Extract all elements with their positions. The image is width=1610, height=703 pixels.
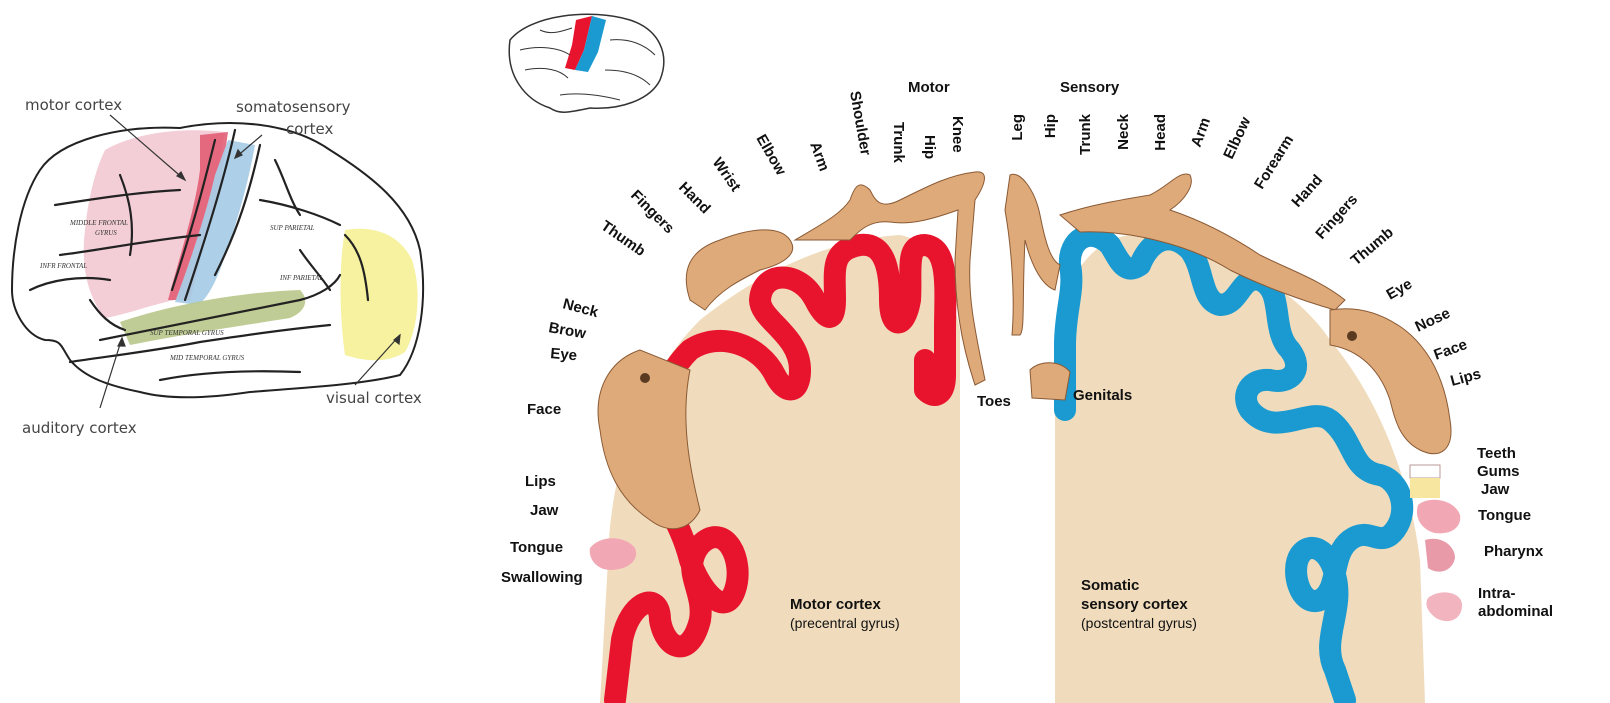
- svg-text:SUP TEMPORAL GYRUS: SUP TEMPORAL GYRUS: [150, 329, 224, 337]
- svg-text:MID TEMPORAL GYRUS: MID TEMPORAL GYRUS: [169, 354, 245, 362]
- sensory-label-teeth: Teeth: [1477, 445, 1516, 462]
- motor-label-elbow: Elbow: [753, 132, 790, 179]
- sensory-label-face: Face: [1432, 336, 1470, 364]
- motor-label-shoulder: Shoulder: [846, 90, 874, 157]
- svg-text:INF PARIETAL: INF PARIETAL: [279, 274, 323, 282]
- somatosensory-cortex-label-line1: somatosensory: [236, 98, 351, 116]
- sensory-label-arm: Arm: [1188, 115, 1214, 149]
- motor-label-trunk: Trunk: [890, 122, 907, 163]
- motor-label-hand: Hand: [675, 179, 714, 218]
- sensory-cortex-caption-sub: (postcentral gyrus): [1081, 615, 1197, 631]
- motor-label-knee: Knee: [949, 116, 966, 153]
- sensory-cortex-caption-title-2: sensory cortex: [1081, 596, 1188, 613]
- sensory-label-intra-2: abdominal: [1478, 603, 1553, 620]
- motor-cortex-caption-sub: (precentral gyrus): [790, 615, 900, 631]
- motor-label-arm: Arm: [806, 140, 832, 174]
- motor-label-jaw: Jaw: [530, 502, 559, 519]
- svg-text:MIDDLE FRONTAL: MIDDLE FRONTAL: [69, 219, 128, 227]
- sensory-teeth: [1410, 465, 1440, 478]
- sensory-label-fingers: Fingers: [1312, 191, 1361, 243]
- sensory-gums: [1410, 478, 1440, 498]
- sensory-label-hand: Hand: [1288, 171, 1326, 210]
- sensory-label-hip: Hip: [1042, 114, 1059, 138]
- sensory-label-eye: Eye: [1384, 275, 1416, 303]
- motor-label-hip: Hip: [921, 135, 938, 159]
- motor-label-neck: Neck: [561, 295, 601, 321]
- sensory-label-head: Head: [1152, 114, 1169, 151]
- sensory-label-elbow: Elbow: [1220, 114, 1254, 162]
- motor-label-brow: Brow: [547, 319, 587, 342]
- svg-text:SUP PARIETAL: SUP PARIETAL: [270, 224, 315, 232]
- auditory-cortex-label: auditory cortex: [22, 419, 137, 437]
- motor-label-swallowing: Swallowing: [501, 569, 583, 586]
- motor-label-toes: Toes: [977, 393, 1011, 410]
- sensory-label-genitals: Genitals: [1073, 387, 1132, 404]
- motor-cortex-label: motor cortex: [25, 96, 122, 114]
- brain-thumbnail: [509, 14, 664, 112]
- motor-label-face: Face: [527, 401, 561, 418]
- svg-text:INFR FRONTAL: INFR FRONTAL: [39, 262, 87, 270]
- sensory-label-neck: Neck: [1115, 113, 1132, 150]
- sensory-label-lips: Lips: [1449, 365, 1483, 389]
- homunculus: Motor Sensory Knee Hip Trunk Shoulder Ar…: [501, 79, 1553, 703]
- sensory-label-gums: Gums: [1477, 463, 1520, 480]
- sensory-label-tongue: Tongue: [1478, 507, 1531, 524]
- motor-label-wrist: Wrist: [709, 155, 744, 195]
- sensory-label-jaw: Jaw: [1481, 481, 1510, 498]
- motor-cortex-caption-title: Motor cortex: [790, 596, 882, 613]
- motor-label-thumb: Thumb: [598, 217, 649, 260]
- visual-cortex-label: visual cortex: [326, 389, 422, 407]
- sensory-label-intra-1: Intra-: [1478, 585, 1516, 602]
- motor-face-eye-icon: [640, 373, 650, 383]
- sensory-label-pharynx: Pharynx: [1484, 543, 1544, 560]
- sensory-label-trunk: Trunk: [1077, 113, 1094, 154]
- sensory-label-leg: Leg: [1009, 114, 1026, 141]
- somatosensory-cortex-label-line2: cortex: [286, 120, 333, 138]
- sensory-label-nose: Nose: [1413, 305, 1453, 336]
- sensory-label-forearm: Forearm: [1251, 132, 1297, 192]
- sensory-tongue: [1417, 500, 1460, 534]
- sensory-pharynx: [1425, 539, 1455, 572]
- sensory-face-eye-icon: [1347, 331, 1357, 341]
- lateral-brain: MIDDLE FRONTAL GYRUS INFR FRONTAL SUP TE…: [12, 96, 423, 437]
- motor-label-lips: Lips: [525, 473, 556, 490]
- sensory-intra-abdominal: [1426, 592, 1462, 621]
- sensory-header: Sensory: [1060, 79, 1120, 96]
- motor-label-fingers: Fingers: [627, 187, 677, 237]
- sensory-cortex-caption-title-1: Somatic: [1081, 577, 1139, 594]
- motor-header: Motor: [908, 79, 950, 96]
- svg-text:GYRUS: GYRUS: [95, 229, 117, 237]
- motor-label-tongue: Tongue: [510, 539, 563, 556]
- motor-label-eye: Eye: [550, 345, 578, 364]
- sensory-label-thumb: Thumb: [1348, 224, 1397, 269]
